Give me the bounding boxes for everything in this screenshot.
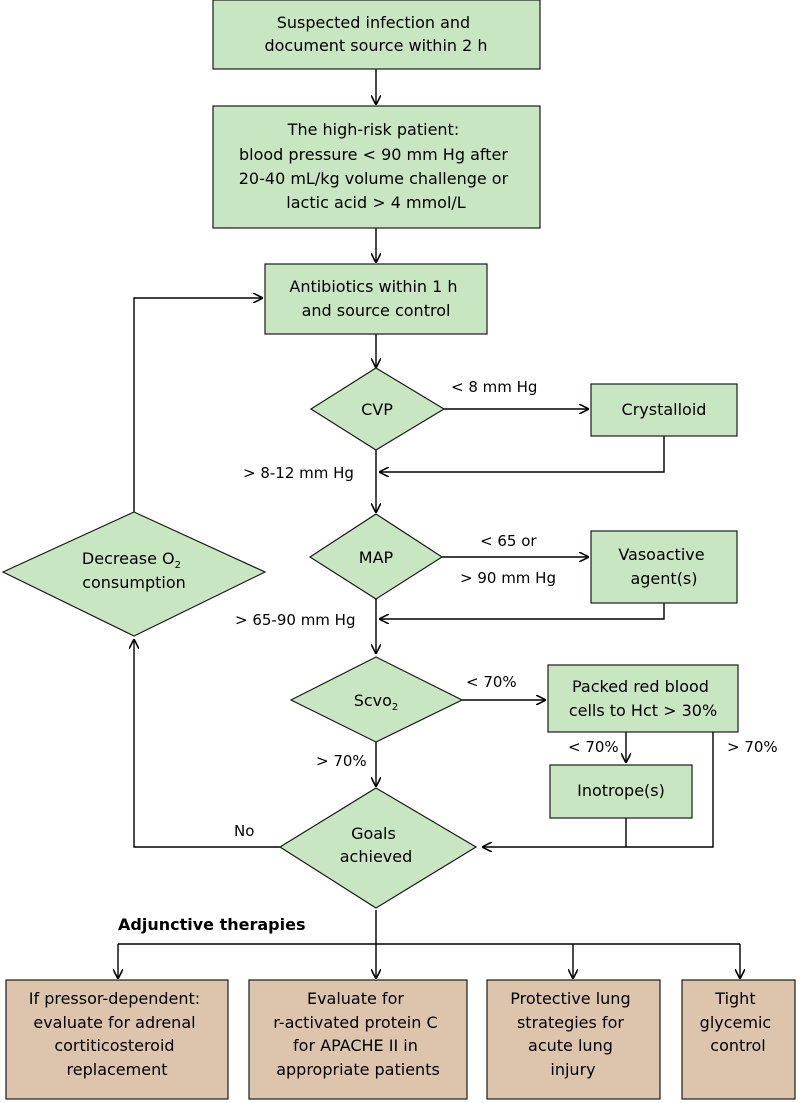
adjunctive-pressor-text: If pressor-dependent: evaluate for adren… — [29, 989, 206, 1079]
decrease-o2-text: Decrease O2 consumption — [82, 549, 186, 592]
map-text: MAP — [359, 548, 394, 567]
adjunctive-box-protein-c — [248, 979, 468, 1100]
map-low-label-1: < 65 or — [480, 532, 537, 550]
goals-achieved-text: Goals achieved — [340, 824, 413, 866]
suspected-infection-text: Suspected infection and document source … — [264, 13, 487, 55]
antibiotics-text: Antibiotics within 1 h and source contro… — [289, 277, 462, 320]
adjunctive-heading: Adjunctive therapies — [118, 915, 305, 934]
vasoactive-text: Vasoactive agent(s) — [618, 545, 709, 588]
inotrope-text: Inotrope(s) — [577, 781, 665, 800]
suspected-infection-box — [212, 0, 541, 70]
connectors — [118, 69, 740, 978]
packed-rbc-text: Packed red blood cells to Hct > 30% — [569, 677, 717, 720]
adjunctive-box-pressor — [5, 979, 229, 1100]
antibiotics-box — [264, 263, 488, 335]
arrow-prbc-to-goals — [483, 732, 714, 847]
scvo2-decision — [289, 656, 464, 743]
arrow-vasoactive-return — [380, 603, 665, 619]
arrow-goals-no — [134, 640, 280, 848]
packed-rbc-box — [547, 664, 739, 733]
map-ok-label: > 65-90 mm Hg — [235, 611, 355, 629]
cvp-ok-label: > 8-12 mm Hg — [243, 464, 354, 482]
adjunctive-lung-text: Protective lung strategies for acute lun… — [510, 989, 635, 1079]
cvp-decision — [309, 367, 446, 451]
scvo2-text: Scvo2 — [354, 691, 399, 713]
goals-achieved-decision — [278, 787, 478, 909]
prbc-ok-label: > 70% — [727, 738, 778, 756]
adjunctive-protein-c-text: Evaluate for r-activated protein C for A… — [273, 989, 443, 1079]
decrease-o2-decision — [1, 511, 267, 637]
cvp-text: CVP — [361, 400, 393, 419]
high-risk-patient-text: The high-risk patient: blood pressure < … — [239, 120, 514, 212]
goals-no-label: No — [234, 822, 254, 840]
crystalloid-box — [590, 383, 738, 437]
arrow-crystalloid-return — [380, 436, 665, 472]
arrow-decrease-to-antibiotics — [133, 298, 262, 512]
map-low-label-2: > 90 mm Hg — [460, 569, 556, 587]
adjunctive-box-lung — [486, 979, 661, 1100]
inotrope-box — [549, 764, 693, 819]
scvo2-low-label: < 70% — [466, 673, 517, 691]
scvo2-ok-label: > 70% — [316, 752, 367, 770]
adjunctive-box-glycemic — [681, 979, 796, 1100]
crystalloid-text: Crystalloid — [622, 400, 707, 419]
prbc-low-label: < 70% — [568, 738, 619, 756]
map-decision — [308, 513, 444, 600]
cvp-low-label: < 8 mm Hg — [451, 378, 537, 396]
high-risk-patient-box — [212, 105, 541, 229]
vasoactive-box — [590, 530, 738, 604]
adjunctive-glycemic-text: Tight glycemic control — [700, 989, 777, 1055]
